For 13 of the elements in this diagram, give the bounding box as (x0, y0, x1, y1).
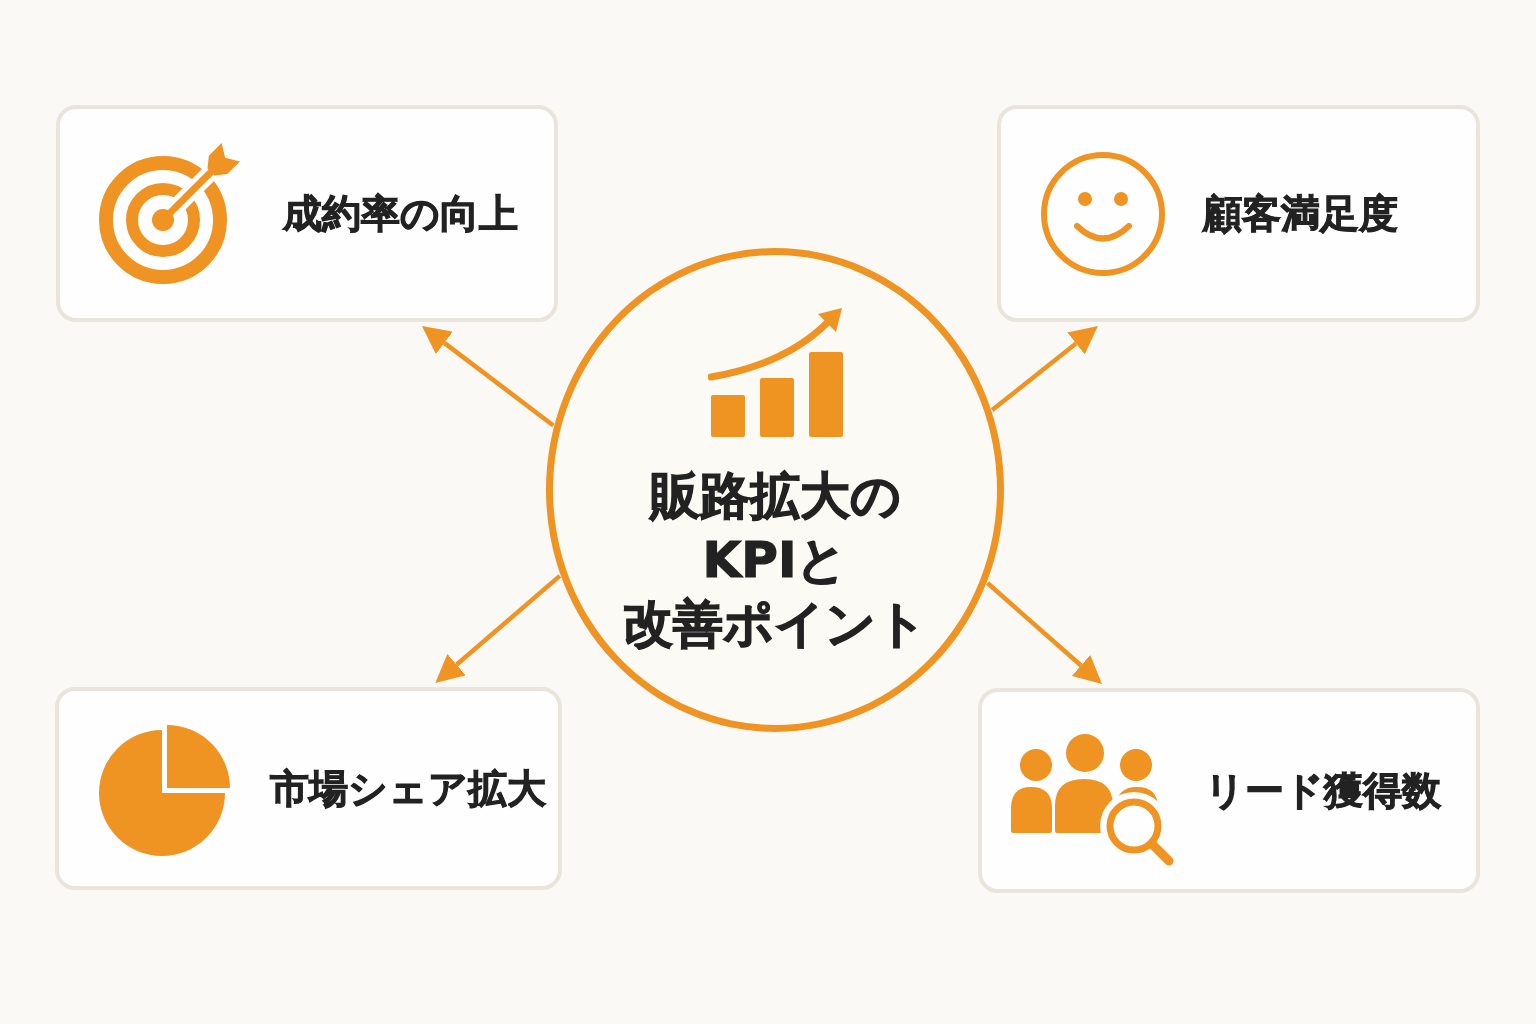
kpi-card (55, 687, 562, 890)
kpi-card (56, 105, 558, 322)
arrow (435, 574, 562, 683)
kpi-card (978, 688, 1480, 893)
arrow (990, 325, 1098, 412)
hub-title: 販路拡大のKPIと改善ポイント (623, 466, 927, 655)
arrow (986, 581, 1102, 685)
kpi-label: 成約率の向上 (283, 189, 518, 238)
kpi-label: 市場シェア拡大 (270, 764, 546, 813)
kpi-card (997, 105, 1480, 322)
arrow (422, 326, 555, 428)
kpi-label: 顧客満足度 (1203, 189, 1398, 238)
kpi-label: リード獲得数 (1205, 766, 1441, 815)
